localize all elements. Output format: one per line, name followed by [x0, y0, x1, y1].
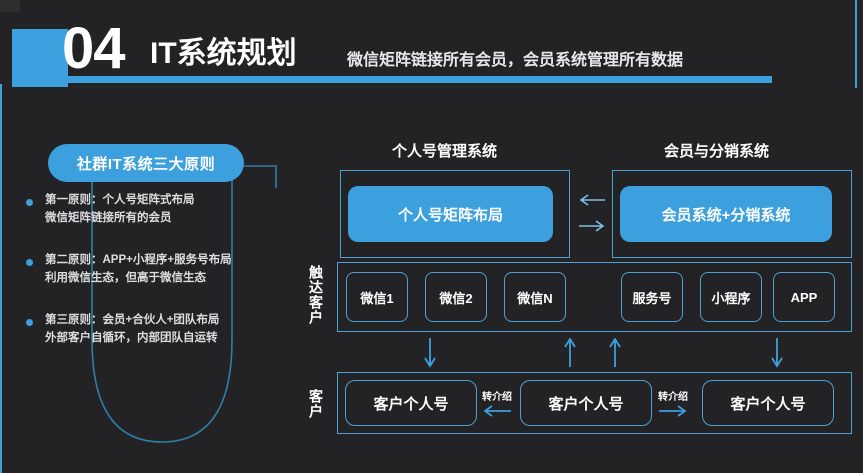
principle-line-2: 利用微信生态，但高于微信生态	[45, 272, 206, 284]
section-number: 04	[62, 16, 126, 81]
arrow-right-icon	[578, 219, 606, 238]
panel-customers	[337, 372, 852, 434]
principles-list: 第一原则：个人号矩阵式布局 微信矩阵链接所有的会员 第二原则：APP+小程序+服…	[26, 190, 290, 390]
page-title: IT系统规划	[150, 37, 297, 70]
principles-pill: 社群IT系统三大原则	[48, 144, 244, 182]
arrow-up-icon	[608, 337, 622, 373]
bullet-dot-icon	[26, 259, 33, 266]
chip-wechat-n: 微信N	[504, 272, 566, 322]
box-personal-matrix-layout: 个人号矩阵布局	[348, 186, 553, 242]
left-edge-accent	[0, 84, 2, 473]
customer-account-3: 客户个人号	[702, 380, 834, 426]
section-title-right: 会员与分销系统	[664, 143, 770, 160]
arrow-up-icon	[563, 337, 577, 373]
arrow-left-icon	[482, 404, 512, 423]
principles-shield-outline	[34, 160, 290, 450]
header-underline	[12, 76, 772, 83]
principle-line-2: 微信矩阵链接所有的会员	[45, 212, 172, 224]
box-member-distribution: 会员系统+分销系统	[620, 186, 832, 242]
right-edge-accent	[855, 0, 857, 88]
chip-wechat-2: 微信2	[425, 272, 487, 322]
page-subtitle: 微信矩阵链接所有会员，会员系统管理所有数据	[347, 52, 684, 69]
top-strip-inner	[20, 0, 863, 12]
chip-mini-program: 小程序	[700, 272, 762, 322]
bullet-dot-icon	[26, 199, 33, 206]
panel-member-distribution-system	[612, 170, 852, 258]
bullet-dot-icon	[26, 319, 33, 326]
chip-service-account: 服务号	[621, 272, 683, 322]
principle-line-1: 第一原则：个人号矩阵式布局	[45, 194, 195, 206]
panel-personal-account-system	[340, 170, 570, 258]
referral-label-right: 转介绍	[658, 392, 688, 403]
pill-connector-line	[244, 162, 284, 188]
referral-label-left: 转介绍	[482, 392, 512, 403]
customer-account-1: 客户个人号	[345, 380, 477, 426]
arrow-down-icon	[770, 338, 784, 373]
principle-line-1: 第二原则：APP+小程序+服务号布局	[45, 254, 232, 266]
customer-account-2: 客户个人号	[520, 380, 652, 426]
row-label-channels: 触达客户	[308, 265, 324, 325]
arrow-right-icon	[658, 404, 688, 423]
arrow-left-icon	[578, 193, 606, 212]
arrow-down-icon	[423, 338, 437, 373]
slide-header: 04 IT系统规划 微信矩阵链接所有会员，会员系统管理所有数据	[0, 12, 863, 87]
chip-wechat-1: 微信1	[346, 272, 408, 322]
principle-line-2: 外部客户自循环，内部团队自运转	[45, 332, 218, 344]
principle-line-1: 第三原则：会员+合伙人+团队布局	[45, 314, 220, 326]
chip-app: APP	[773, 272, 835, 322]
section-title-left: 个人号管理系统	[392, 143, 498, 160]
row-label-customers: 客户	[308, 389, 324, 419]
panel-channels	[337, 262, 852, 332]
